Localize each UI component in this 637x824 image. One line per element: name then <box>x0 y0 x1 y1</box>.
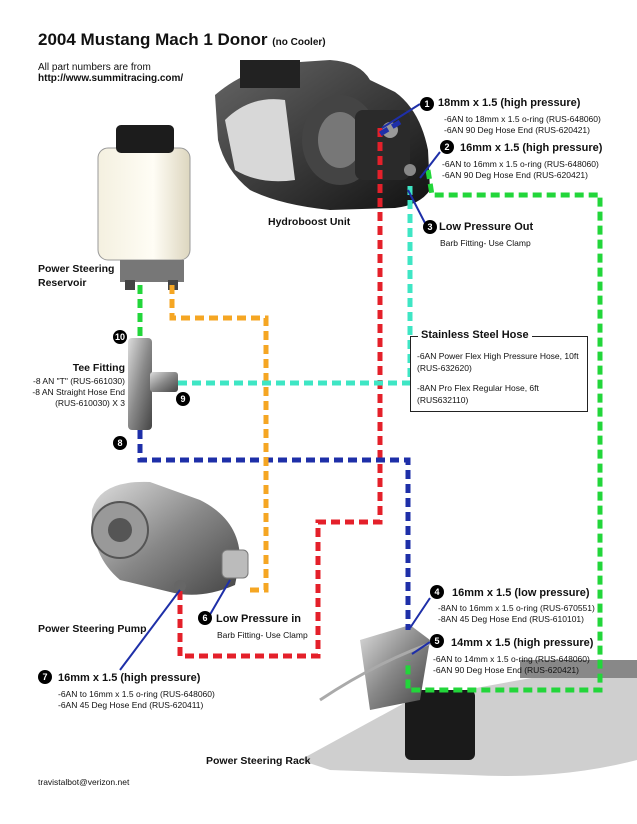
callout-3-line1: Barb Fitting- Use Clamp <box>440 238 531 248</box>
stainless-line1: -6AN Power Flex High Pressure Hose, 10ft <box>417 351 579 361</box>
stainless-title: Stainless Steel Hose <box>418 329 532 341</box>
orange-hose <box>169 285 269 593</box>
leader-4 <box>409 597 431 629</box>
callout-4-heading: 16mm x 1.5 (low pressure) <box>452 587 590 599</box>
callout-1-badge: 1 <box>420 97 434 111</box>
hydroboost-label: Hydroboost Unit <box>268 216 351 228</box>
callout-2-heading: 16mm x 1.5 (high pressure) <box>460 142 603 154</box>
tee-line1: -8 AN "T" (RUS-661030) <box>32 376 125 386</box>
callout-8-badge: 8 <box>113 436 127 450</box>
callout-6-heading: Low Pressure in <box>216 613 301 625</box>
pump-label: Power Steering Pump <box>38 623 147 635</box>
pump-image <box>91 481 249 595</box>
red-hose <box>177 128 383 659</box>
leader-2 <box>419 151 441 179</box>
callout-10-badge: 10 <box>113 330 127 344</box>
callout-7-line1: -6AN to 16mm x 1.5 o-ring (RUS-648060) <box>58 689 215 699</box>
stainless-line3: -8AN Pro Flex Regular Hose, 6ft <box>417 383 539 393</box>
leader-7 <box>119 589 181 671</box>
title-main: 2004 Mustang Mach 1 Donor <box>38 30 268 49</box>
callout-5-heading: 14mm x 1.5 (high pressure) <box>451 637 594 649</box>
callout-2-line2: -6AN 90 Deg Hose End (RUS-620421) <box>442 170 588 180</box>
reservoir-label-line2: Reservoir <box>38 277 87 289</box>
title-note: (no Cooler) <box>272 37 326 48</box>
callout-1-line2: -6AN 90 Deg Hose End (RUS-620421) <box>444 125 590 135</box>
callout-3-badge: 3 <box>423 220 437 234</box>
teal-hose <box>178 185 413 386</box>
callout-7-line2: -6AN 45 Deg Hose End (RUS-620411) <box>58 700 204 710</box>
callout-3-heading: Low Pressure Out <box>439 221 534 233</box>
callout-9-badge: 9 <box>176 392 190 406</box>
callout-1-line1: -6AN to 18mm x 1.5 o-ring (RUS-648060) <box>444 114 601 124</box>
rack-label: Power Steering Rack <box>206 755 311 767</box>
callout-1-heading: 18mm x 1.5 (high pressure) <box>438 97 581 109</box>
stainless-line4: (RUS632110) <box>417 395 469 405</box>
callout-6-line1: Barb Fitting- Use Clamp <box>217 630 308 640</box>
author-email: travistalbot@verizon.net <box>38 777 130 787</box>
tee-fitting-image <box>128 338 178 430</box>
callout-5-line1: -6AN to 14mm x 1.5 o-ring (RUS-648060) <box>433 654 590 664</box>
callout-7-heading: 16mm x 1.5 (high pressure) <box>58 672 201 684</box>
hydroboost-image <box>215 60 430 210</box>
page-title: 2004 Mustang Mach 1 Donor (no Cooler) <box>38 30 326 50</box>
tee-line2: -8 AN Straight Hose End <box>32 387 125 397</box>
leader-3 <box>407 189 427 226</box>
callout-5-line2: -6AN 90 Deg Hose End (RUS-620421) <box>433 665 579 675</box>
callout-4-line1: -8AN to 16mm x 1.5 o-ring (RUS-670551) <box>438 603 595 613</box>
callout-4-badge: 4 <box>430 585 444 599</box>
tee-title: Tee Fitting <box>72 362 125 374</box>
blue-hose <box>137 430 411 630</box>
leader-6 <box>207 579 231 619</box>
callout-2-badge: 2 <box>440 140 454 154</box>
callout-5-badge: 5 <box>430 634 444 648</box>
source-url: http://www.summitracing.com/ <box>38 73 184 84</box>
blue-hose-top <box>378 119 402 137</box>
stainless-hose-box: -6AN Power Flex High Pressure Hose, 10ft… <box>410 336 588 412</box>
green-hose <box>405 169 603 693</box>
tee-line3: (RUS-610030) X 3 <box>55 398 125 408</box>
source-line-1: All part numbers are from <box>38 62 151 73</box>
leader-5 <box>411 641 431 655</box>
stainless-line2: (RUS-632620) <box>417 363 472 373</box>
reservoir-label-line1: Power Steering <box>38 263 115 275</box>
callout-7-badge: 7 <box>38 670 52 684</box>
callout-6-badge: 6 <box>198 611 212 625</box>
callout-4-line2: -8AN 45 Deg Hose End (RUS-610101) <box>438 614 584 624</box>
callout-2-line1: -6AN to 16mm x 1.5 o-ring (RUS-648060) <box>442 159 599 169</box>
leader-1 <box>381 103 421 129</box>
